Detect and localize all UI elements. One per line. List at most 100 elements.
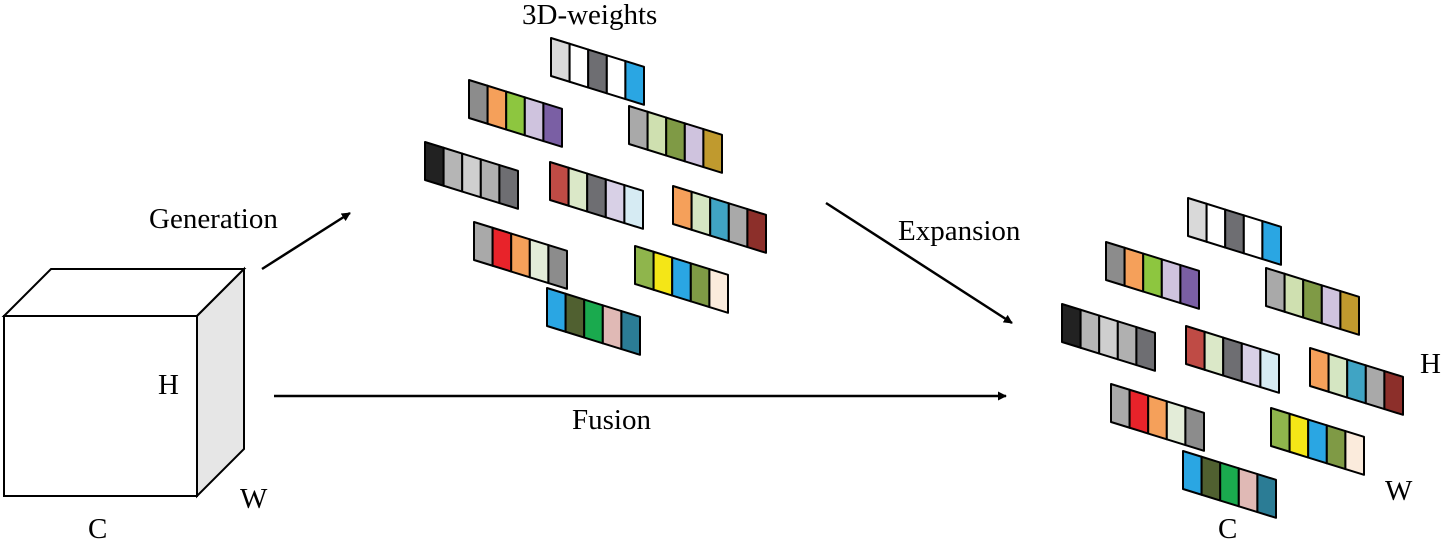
expanded-weights-group [1061, 197, 1404, 519]
weight-cell [620, 310, 641, 356]
expanded-block-8 [1270, 407, 1365, 476]
weight-cell [1339, 290, 1360, 336]
output-c-label: C [1218, 513, 1237, 543]
weight-block-5 [549, 161, 644, 230]
weight-cell [510, 232, 531, 279]
weight-blocks-group [424, 37, 767, 356]
weight-cell [689, 262, 711, 309]
weight-cell [1142, 252, 1163, 299]
weight-cell [1327, 352, 1349, 399]
expanded-block-6 [1309, 347, 1404, 416]
weight-cell [486, 84, 508, 131]
weight-cell [1128, 388, 1150, 435]
weight-cell [1240, 342, 1262, 389]
input-feature-cube [1, 266, 247, 499]
weight-cell [461, 152, 482, 199]
weight-block-4 [424, 141, 519, 210]
expanded-block-4 [1061, 303, 1156, 372]
weight-cell [491, 226, 513, 273]
weight-cell [683, 122, 705, 169]
weight-cell [1203, 330, 1225, 377]
weight-cell [549, 161, 570, 207]
expansion-label: Expansion [898, 215, 1021, 247]
weight-cell [547, 244, 568, 290]
weight-cell [1288, 412, 1310, 459]
weight-cell [1237, 467, 1259, 514]
weight-cell [690, 190, 712, 237]
weight-cell [424, 141, 445, 187]
weight-cell [1256, 473, 1277, 519]
weight-cell [498, 164, 519, 210]
weight-cell [1184, 406, 1205, 452]
weight-cell [1205, 202, 1227, 249]
weight-cell [1160, 258, 1182, 305]
weight-cell [523, 96, 545, 143]
weight-cell [646, 110, 668, 157]
weight-block-3 [628, 105, 723, 174]
weight-cell [550, 37, 571, 83]
weight-cell [1265, 267, 1286, 313]
weight-cell [568, 42, 590, 89]
weight-cell [1309, 347, 1330, 393]
weight-cell [1179, 264, 1200, 310]
weight-cell [1325, 424, 1347, 471]
expanded-block-9 [1182, 450, 1277, 519]
expansion-arrow [825, 201, 1013, 325]
weight-block-6 [672, 185, 767, 254]
weight-cell [1320, 284, 1342, 331]
weight-cell [708, 268, 729, 314]
weight-cell [1283, 272, 1305, 319]
weight-cell [1110, 383, 1131, 429]
weight-cell [1165, 400, 1187, 447]
weight-cell [623, 184, 644, 230]
weight-cell [1200, 455, 1222, 502]
fusion-label: Fusion [572, 404, 651, 436]
weight-cell [702, 128, 723, 174]
weight-cell [586, 172, 607, 219]
weight-cell [1259, 348, 1280, 394]
weight-cell [604, 178, 626, 225]
weight-cell [1344, 430, 1365, 476]
weight-cell [1222, 336, 1243, 383]
weight-cell [1061, 303, 1082, 349]
weight-block-9 [546, 287, 641, 356]
output-h-label: H [1420, 348, 1441, 380]
weight-cell [1147, 394, 1168, 441]
cube-w-label: W [240, 483, 268, 515]
cube-c-label: C [88, 513, 107, 543]
expanded-block-1 [1187, 197, 1282, 266]
weight-cell [1182, 450, 1203, 496]
weight-cell [1116, 320, 1138, 367]
weight-cell [727, 202, 749, 249]
weight-cell [479, 158, 501, 205]
weight-cell [1364, 364, 1386, 411]
weight-cell [468, 79, 489, 125]
weight-cell [1302, 278, 1323, 325]
weight-cell [634, 245, 655, 291]
weight-cell [1135, 326, 1156, 372]
output-w-label: W [1385, 475, 1413, 507]
weight-cell [567, 166, 589, 213]
weight-cell [1261, 220, 1282, 266]
expanded-block-3 [1265, 267, 1360, 336]
weight-cell [652, 250, 674, 297]
weight-cell [624, 60, 645, 106]
weight-cell [1242, 214, 1264, 261]
weights-title: 3D-weights [522, 0, 657, 31]
weight-cell [442, 146, 464, 193]
weight-cell [1307, 418, 1328, 465]
weight-cell [1123, 246, 1145, 293]
weight-cell [671, 256, 692, 303]
weight-cell [665, 116, 686, 163]
weight-cell [546, 287, 567, 333]
weight-cell [528, 238, 550, 285]
weight-cell [1224, 208, 1245, 255]
weight-cell [1105, 241, 1126, 287]
generation-arrow [261, 211, 351, 271]
weight-cell [1383, 370, 1404, 416]
cube-h-label: H [158, 369, 179, 401]
weight-cell [505, 90, 526, 137]
weight-cell [628, 105, 649, 151]
weight-cell [601, 304, 623, 351]
